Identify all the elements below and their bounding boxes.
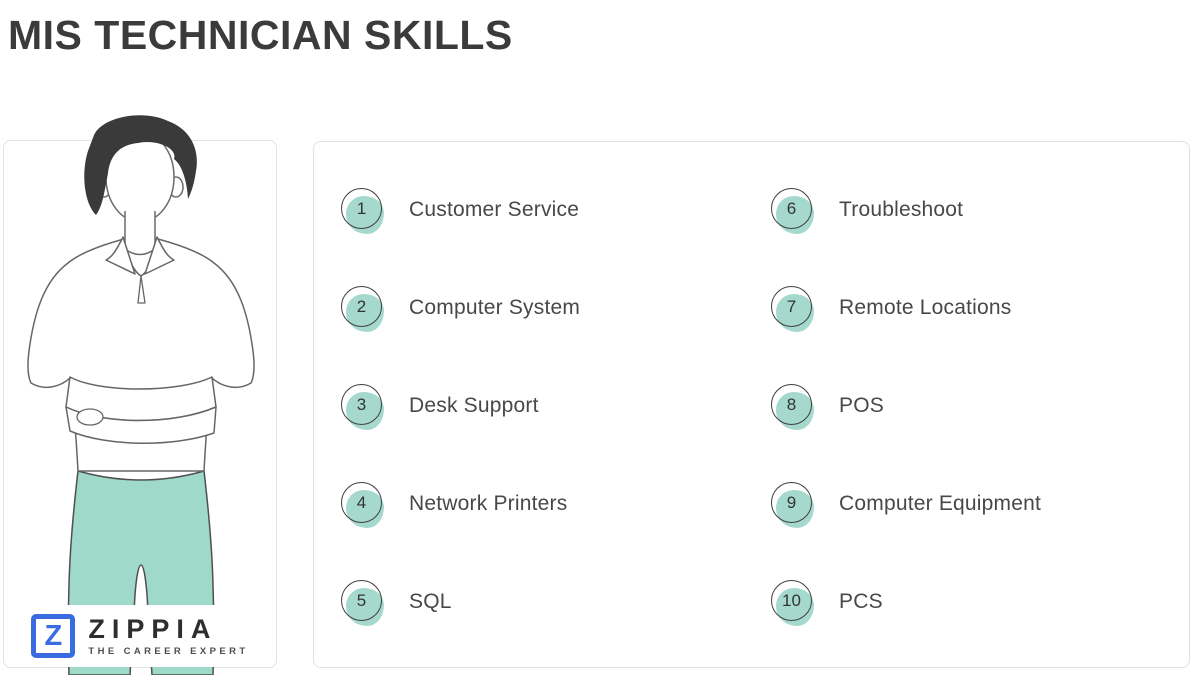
skills-card: 1 Customer Service 2 Computer System 3 D… [313, 141, 1190, 668]
skill-label: POS [839, 394, 884, 417]
skill-label: Troubleshoot [839, 198, 964, 221]
skills-column-left: 1 Customer Service 2 Computer System 3 D… [341, 188, 580, 675]
skill-label: Computer System [409, 296, 581, 319]
person-card: Z ZIPPIA THE CAREER EXPERT [3, 115, 277, 675]
skill-label: Network Printers [409, 492, 568, 515]
badge-number: 6 [771, 188, 812, 229]
skills-column-right: 6 Troubleshoot 7 Remote Locations 8 POS [771, 188, 1041, 675]
list-item: 10 PCS [771, 580, 1041, 626]
zippia-tagline: THE CAREER EXPERT [88, 646, 249, 658]
badge-number: 7 [771, 286, 812, 327]
list-item: 1 Customer Service [341, 188, 580, 234]
list-item: 5 SQL [341, 580, 580, 626]
person-illustration [27, 115, 255, 675]
number-badge: 5 [341, 580, 385, 626]
zippia-logo: Z ZIPPIA THE CAREER EXPERT [4, 605, 276, 667]
skill-label: Customer Service [409, 198, 580, 221]
zippia-monogram-letter: Z [44, 619, 63, 652]
badge-number: 10 [771, 580, 812, 621]
number-badge: 2 [341, 286, 385, 332]
list-item: 9 Computer Equipment [771, 482, 1042, 528]
badge-number: 8 [771, 384, 812, 425]
number-badge: 3 [341, 384, 385, 430]
list-item: 4 Network Printers [341, 482, 580, 528]
number-badge: 8 [771, 384, 815, 430]
skill-label: Desk Support [409, 394, 539, 417]
number-badge: 4 [341, 482, 385, 528]
list-item: 3 Desk Support [341, 384, 580, 430]
list-item: 6 Troubleshoot [771, 188, 1041, 234]
zippia-monogram-icon: Z [31, 614, 76, 658]
skill-label: Remote Locations [839, 296, 1012, 319]
badge-number: 1 [341, 188, 382, 229]
page-title: MIS TECHNICIAN SKILLS [8, 12, 513, 58]
badge-number: 4 [341, 482, 382, 523]
number-badge: 6 [771, 188, 815, 234]
badge-number: 9 [771, 482, 812, 523]
skill-label: Computer Equipment [839, 492, 1042, 515]
skill-label: PCS [839, 590, 883, 613]
badge-number: 2 [341, 286, 382, 327]
number-badge: 7 [771, 286, 815, 332]
zippia-brand-text: ZIPPIA [88, 613, 218, 644]
number-badge: 1 [341, 188, 385, 234]
list-item: 7 Remote Locations [771, 286, 1041, 332]
list-item: 2 Computer System [341, 286, 581, 332]
badge-number: 5 [341, 580, 382, 621]
number-badge: 10 [771, 580, 815, 626]
zippia-wordmark: ZIPPIA THE CAREER EXPERT [88, 613, 249, 658]
skill-label: SQL [409, 590, 452, 613]
badge-number: 3 [341, 384, 382, 425]
number-badge: 9 [771, 482, 815, 528]
list-item: 8 POS [771, 384, 1041, 430]
